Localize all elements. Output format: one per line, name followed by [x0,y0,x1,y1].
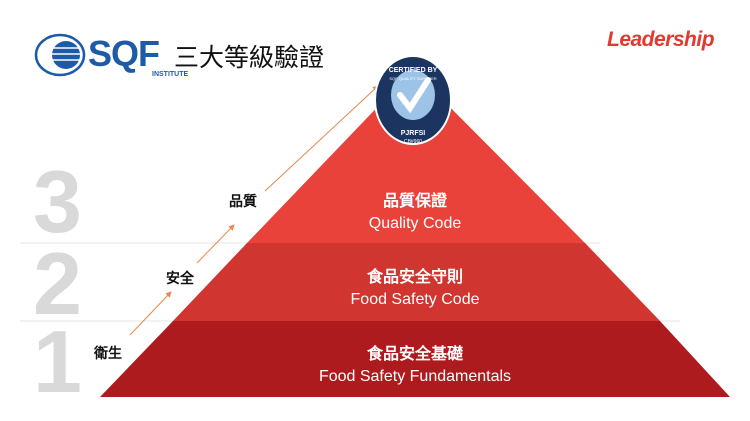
level-number-1: 1 [33,312,82,411]
sqf-globe-icon [34,33,86,77]
tier-3-label: 品質保證 Quality Code [265,187,565,233]
step-label-quality: 品質 [229,194,257,210]
svg-text:CB#960: CB#960 [404,139,422,145]
arrow-step-2 [196,224,235,264]
level-number-2: 2 [33,234,82,333]
tier-2-label: 食品安全守則 Food Safety Code [265,263,565,309]
pyramid-tier-1 [100,321,730,397]
pyramid-tier-3 [247,70,585,243]
certified-badge-icon: CERTIFIED BY PJRFSI CB#960 SQF QUALITY S… [374,55,452,145]
tier-2-en: Food Safety Code [350,291,480,308]
level-number-3: 3 [33,152,82,251]
arrow-step-1 [129,291,172,336]
leadership-logo: Leadership [607,28,715,51]
sqf-logo: SQF [88,33,160,74]
page-title: 三大等級驗證 [174,43,325,72]
tier-1-label: 食品安全基礎 Food Safety Fundamentals [265,340,565,386]
tier-2-zh: 食品安全守則 [366,267,463,286]
step-label-safety: 安全 [166,271,194,287]
svg-text:PJRFSI: PJRFSI [401,130,426,137]
svg-text:CERTIFIED BY: CERTIFIED BY [389,67,438,74]
step-label-hygiene: 衛生 [94,346,122,362]
tier-1-zh: 食品安全基礎 [366,344,463,363]
tier-3-en: Quality Code [368,215,462,232]
sqf-logo-subtext: INSTITUTE [152,71,189,78]
svg-text:SQF QUALITY SUPPLIER: SQF QUALITY SUPPLIER [389,76,436,81]
tier-1-en: Food Safety Fundamentals [318,368,512,385]
arrow-step-3 [264,85,379,192]
pyramid-tier-2 [173,243,660,321]
tier-3-zh: 品質保證 [382,191,447,210]
